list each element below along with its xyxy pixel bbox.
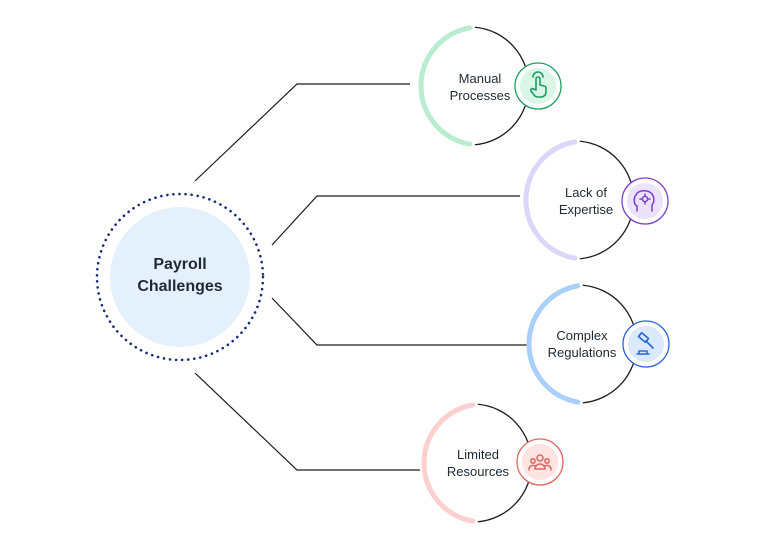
center-title-line2: Challenges: [137, 278, 223, 295]
limited-resources-line1: Limited: [457, 447, 499, 462]
lack-of-expertise-line1: Lack of: [565, 185, 607, 200]
gavel-icon: [636, 331, 654, 355]
limited-resources-line2: Resources: [446, 464, 510, 479]
label-complex-regulations: Complex Regulations: [534, 327, 630, 361]
node-accent-arc: [418, 25, 473, 147]
icon-badge-fill: [628, 326, 664, 362]
pointer-hand-icon: [530, 71, 547, 98]
label-manual-processes: Manual Processes: [434, 70, 526, 104]
label-limited-resources: Limited Resources: [430, 446, 526, 480]
node-manual-processes: [418, 25, 562, 147]
node-accent-arc: [421, 402, 476, 524]
icon-badge-fill: [520, 68, 556, 104]
node-accent-arc: [523, 139, 578, 261]
node-lack-of-expertise: [523, 139, 669, 261]
node-limited-resources: [421, 402, 564, 524]
manual-processes-line2: Processes: [449, 88, 511, 103]
connector-lack-of-expertise: [271, 195, 520, 246]
center-dotted-ring: [95, 192, 265, 362]
icon-badge-fill: [522, 444, 558, 480]
manual-processes-line1: Manual: [458, 71, 502, 86]
center-title: Payroll Challenges: [110, 254, 250, 298]
node-complex-regulations: [526, 283, 670, 405]
connector-limited-resources: [194, 372, 420, 471]
complex-regulations-line1: Complex: [556, 328, 608, 343]
connector-complex-regulations: [271, 297, 530, 346]
lack-of-expertise-line2: Expertise: [558, 202, 614, 217]
connector-manual-processes: [194, 83, 410, 182]
node-accent-arc: [526, 283, 581, 405]
label-lack-of-expertise: Lack of Expertise: [540, 184, 632, 218]
center-title-line1: Payroll: [153, 256, 207, 273]
people-group-icon: [528, 454, 552, 471]
center-hub-circle: [110, 207, 250, 347]
complex-regulations-line2: Regulations: [547, 345, 617, 360]
brain-gear-icon: [633, 190, 655, 212]
